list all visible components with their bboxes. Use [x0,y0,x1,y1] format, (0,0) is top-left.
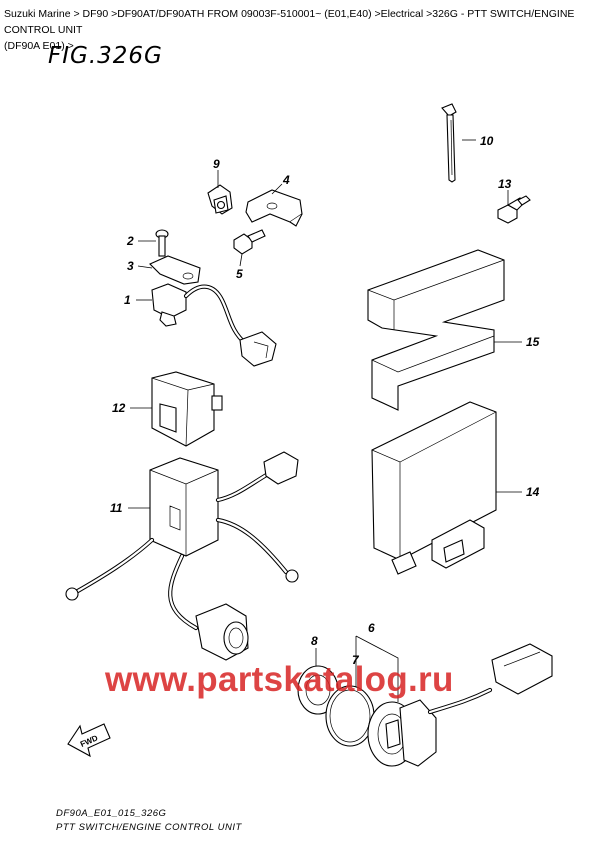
part-1-sensor [151,283,277,367]
callout-1: 1 [124,293,131,307]
fwd-arrow: FWD [67,723,111,758]
part-5-screw [233,229,266,255]
callout-11: 11 [110,501,123,515]
breadcrumb-line-2[interactable]: (DF90A E01) > [4,40,74,52]
part-7-o-ring [325,685,375,747]
callouts: 10 13 9 4 5 2 3 1 12 11 15 14 6 7 8 [110,134,540,667]
part-4-bracket [245,189,303,227]
figure-title: FIG.326G [48,43,163,69]
part-2-screw [155,229,169,257]
callout-14: 14 [526,485,540,499]
part-12-cover [151,371,223,447]
figure-caption: PTT SWITCH/ENGINE CONTROL UNIT [56,822,242,833]
callout-8: 8 [311,634,318,648]
callout-9: 9 [213,157,220,171]
part-9-clamp [207,184,233,215]
part-11-relay [65,451,299,661]
callout-4: 4 [282,173,290,187]
part-14-ecu [371,401,497,575]
part-10-cable-tie [441,103,457,183]
part-13-bolt [497,195,531,224]
callout-12: 12 [112,401,126,415]
callout-13: 13 [498,177,512,191]
callout-2: 2 [126,234,134,248]
breadcrumb[interactable]: Suzuki Marine > DF90 >DF90AT/DF90ATH FRO… [4,6,594,54]
breadcrumb-line-1[interactable]: Suzuki Marine > DF90 >DF90AT/DF90ATH FRO… [4,8,575,36]
callout-5: 5 [236,267,243,281]
watermark-text: www.partskatalog.ru [105,660,454,699]
part-6-ptt-switch [367,643,553,767]
callout-7: 7 [352,653,360,667]
figure-code: DF90A_E01_015_326G [56,808,167,819]
callout-3: 3 [127,259,134,273]
part-3-plate [149,255,201,285]
callout-15: 15 [526,335,540,349]
callout-10: 10 [480,134,494,148]
callout-6: 6 [368,621,375,635]
part-15-ecu-cover [367,249,505,411]
